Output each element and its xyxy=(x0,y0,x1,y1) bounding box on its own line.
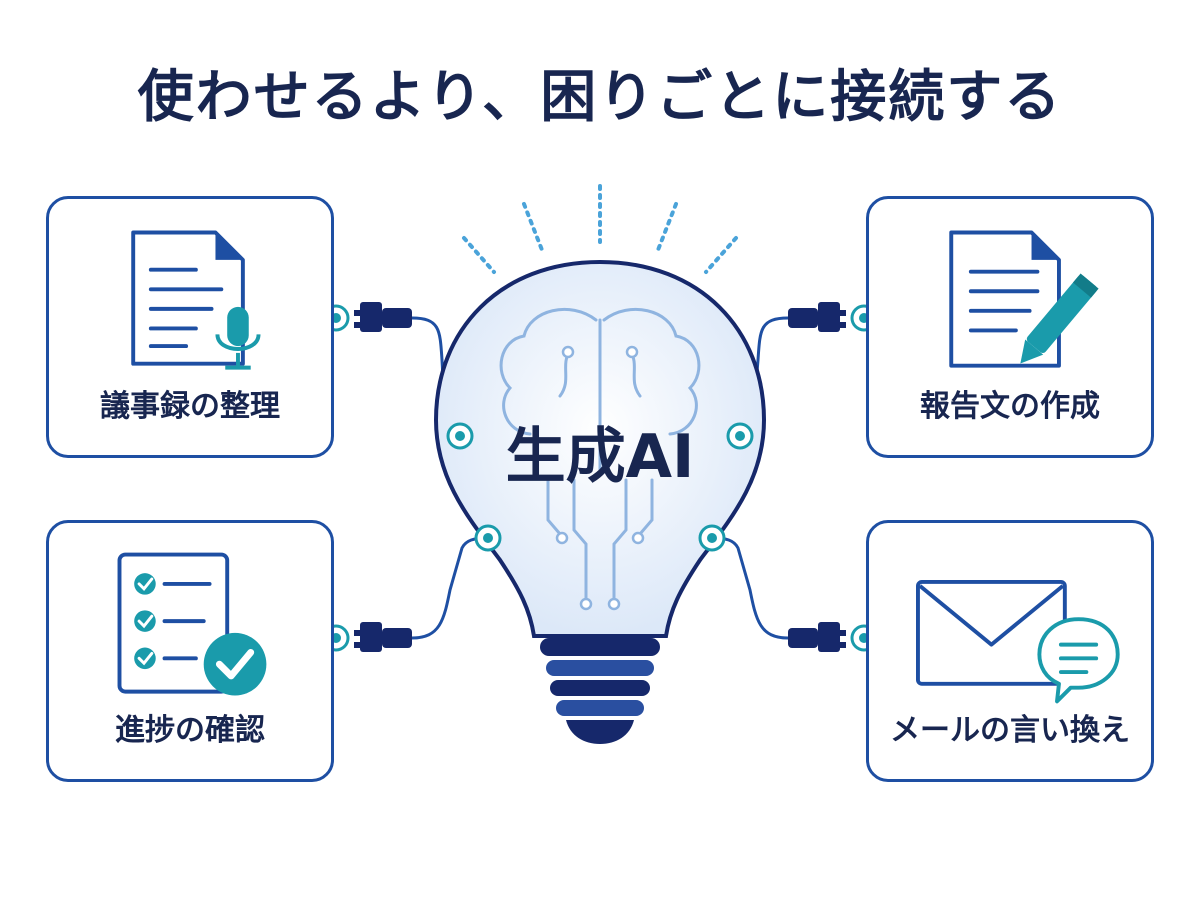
bulb-connection-nodes xyxy=(446,422,754,552)
plug-icon-right-bottom xyxy=(788,622,846,652)
card-minutes: 議事録の整理 xyxy=(46,196,334,458)
page-title: 使わせるより、困りごとに接続する xyxy=(137,65,1063,130)
document-microphone-icon xyxy=(131,230,261,370)
light-rays xyxy=(462,184,738,274)
card-email: メールの言い換え xyxy=(866,520,1154,782)
center-label: 生成AI xyxy=(505,422,695,492)
envelope-chat-icon xyxy=(916,579,1120,704)
circuit-nodes xyxy=(555,345,645,611)
card-label: 議事録の整理 xyxy=(100,389,280,424)
card-label: メールの言い換え xyxy=(890,713,1130,748)
bulb-base xyxy=(540,638,660,744)
card-label: 進捗の確認 xyxy=(115,713,265,748)
plug-icon-right-top xyxy=(788,302,846,332)
plug-icon-left-top xyxy=(354,302,412,332)
card-label: 報告文の作成 xyxy=(920,389,1100,424)
card-report: 報告文の作成 xyxy=(866,196,1154,458)
card-progress: 進捗の確認 xyxy=(46,520,334,782)
plug-icon-left-bottom xyxy=(354,622,412,652)
document-pen-icon xyxy=(949,230,1099,368)
checklist-icon xyxy=(117,552,267,696)
